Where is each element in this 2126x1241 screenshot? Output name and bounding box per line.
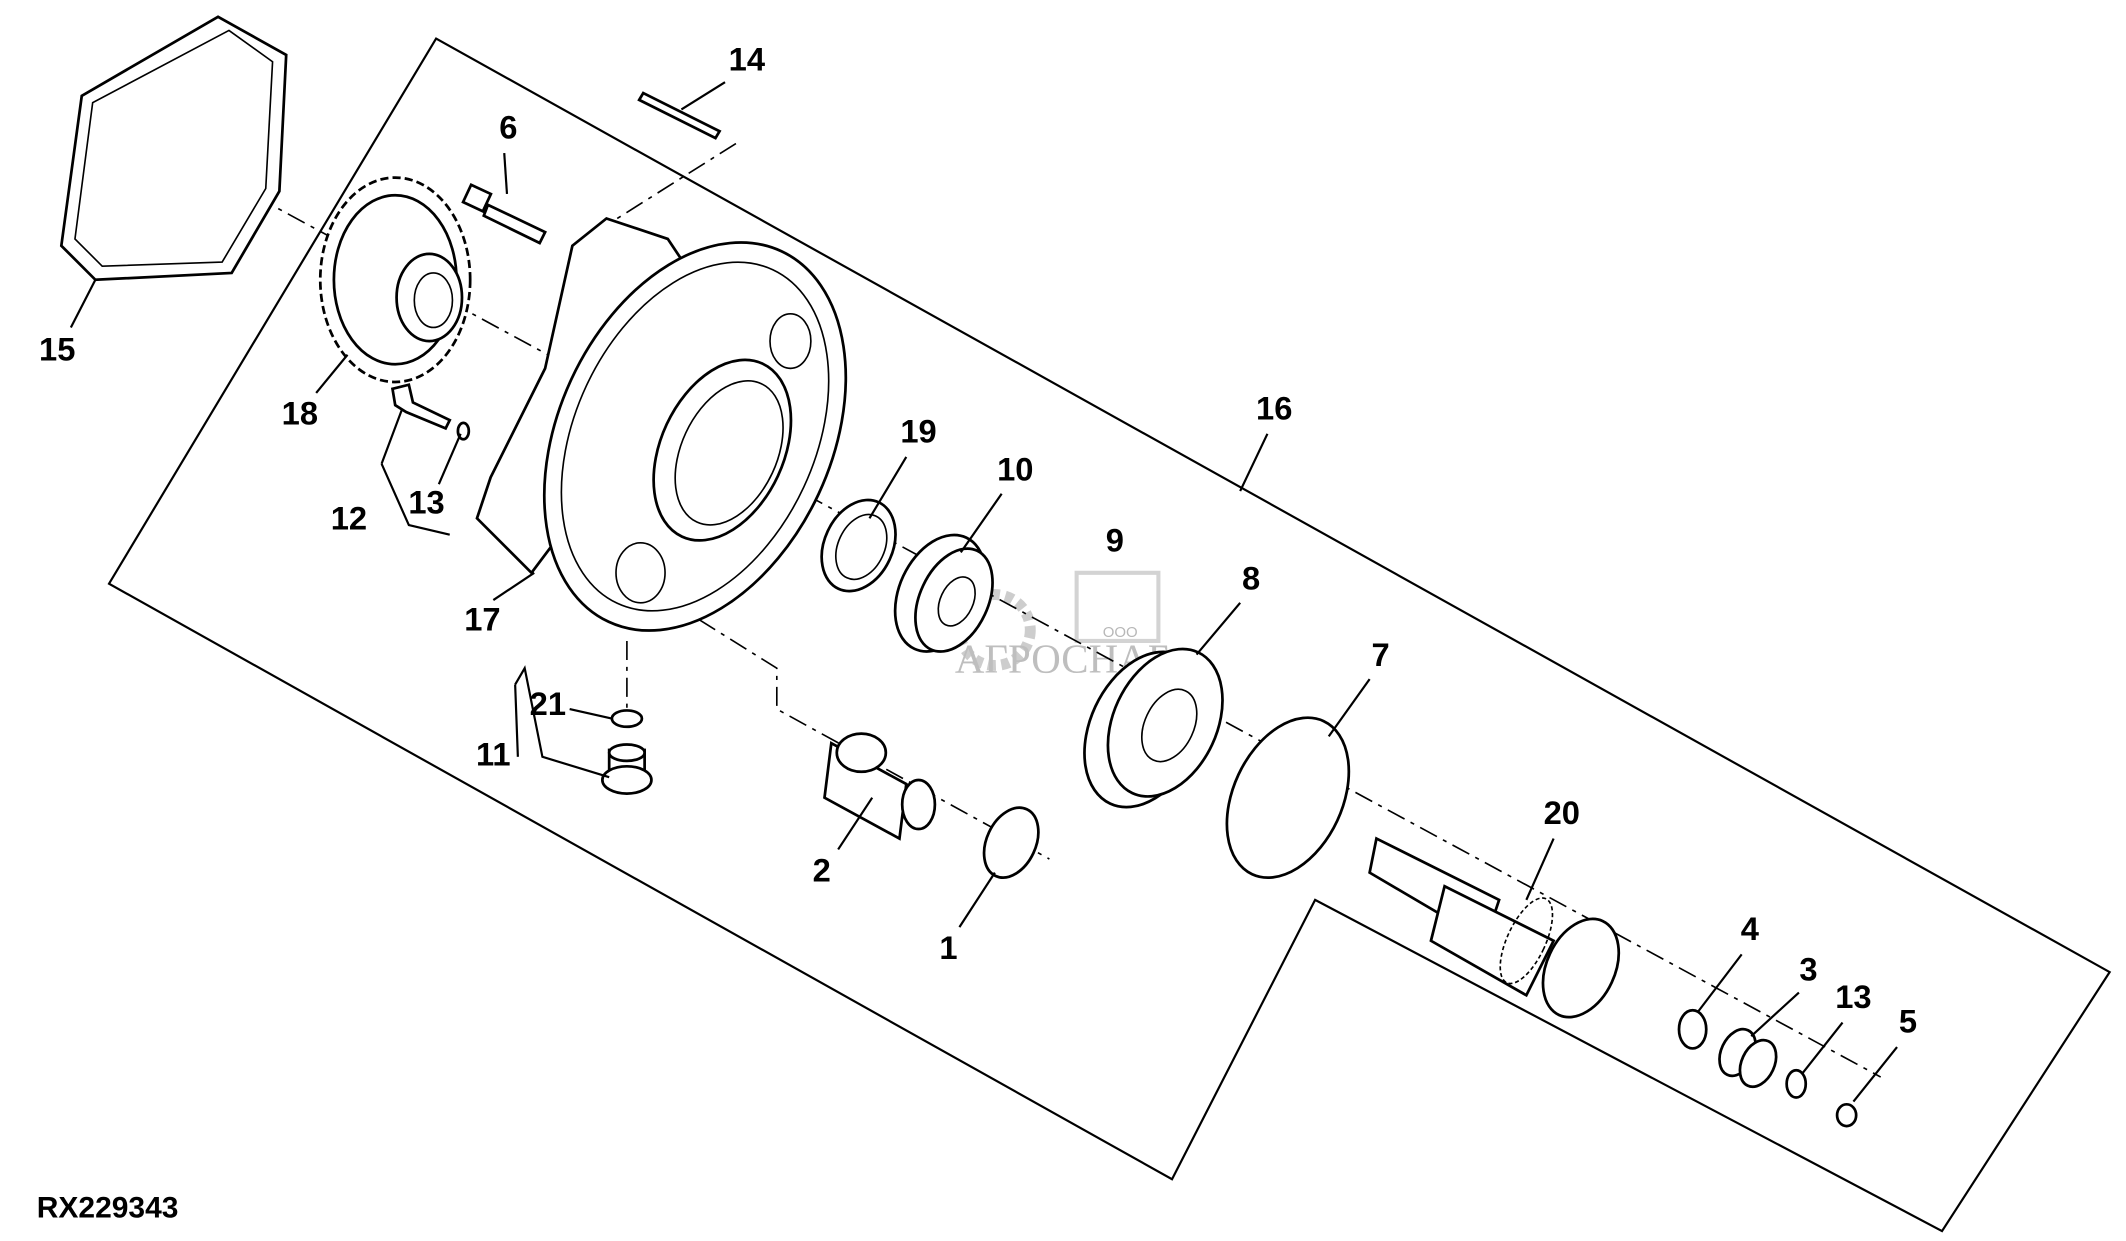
ring-part xyxy=(982,806,1040,879)
callout-10: 10 xyxy=(997,451,1033,488)
bearing-small-part xyxy=(893,533,994,653)
callout-6: 6 xyxy=(499,109,517,146)
screw-part xyxy=(390,383,452,431)
axis-line-pin xyxy=(606,142,737,226)
callout-7: 7 xyxy=(1371,636,1389,673)
bushing-part xyxy=(1718,1027,1778,1089)
callout-12: 12 xyxy=(331,500,367,537)
callout-16: 16 xyxy=(1256,389,1292,426)
callout-3: 3 xyxy=(1799,951,1817,988)
callout-4: 4 xyxy=(1741,910,1759,947)
bolt-part xyxy=(461,182,547,245)
callout-13: 13 xyxy=(408,483,444,520)
gear-part xyxy=(318,176,472,384)
retaining-ring-part xyxy=(1677,1008,1708,1050)
gasket-part xyxy=(59,15,288,282)
axis-line-sleeve xyxy=(667,599,1050,860)
screw-small-part xyxy=(1835,1102,1858,1128)
plug-part xyxy=(601,743,653,795)
callout-17: 17 xyxy=(464,601,500,638)
housing-part xyxy=(475,216,848,632)
callout-8: 8 xyxy=(1242,560,1260,597)
callout-13b: 13 xyxy=(1835,978,1871,1015)
leader-lines xyxy=(69,81,1898,1103)
callout-14: 14 xyxy=(729,40,765,77)
shaft-part xyxy=(1368,836,1621,1019)
callout-5: 5 xyxy=(1899,1003,1917,1040)
washer-small-part xyxy=(1785,1068,1808,1099)
figure-reference-code: RX229343 xyxy=(37,1191,179,1224)
callout-20: 20 xyxy=(1544,794,1580,831)
o-ring-part xyxy=(610,709,644,729)
bearing-large-part xyxy=(1083,647,1224,809)
callout-19: 19 xyxy=(900,412,936,449)
callout-18: 18 xyxy=(282,395,318,432)
callout-2: 2 xyxy=(813,851,831,888)
callout-11: 11 xyxy=(476,735,511,772)
pin-part xyxy=(637,91,722,140)
callout-21: 21 xyxy=(530,685,566,722)
watermark-small: ООО xyxy=(1103,624,1138,641)
seal-part xyxy=(820,498,897,593)
snap-ring-part xyxy=(1225,716,1351,879)
sleeve-part xyxy=(823,732,937,841)
callout-15: 15 xyxy=(39,331,75,368)
assembly-outline xyxy=(107,37,2112,1233)
axis-line-main xyxy=(190,160,1882,1078)
callout-9: 9 xyxy=(1106,521,1124,558)
callout-1: 1 xyxy=(939,929,957,966)
